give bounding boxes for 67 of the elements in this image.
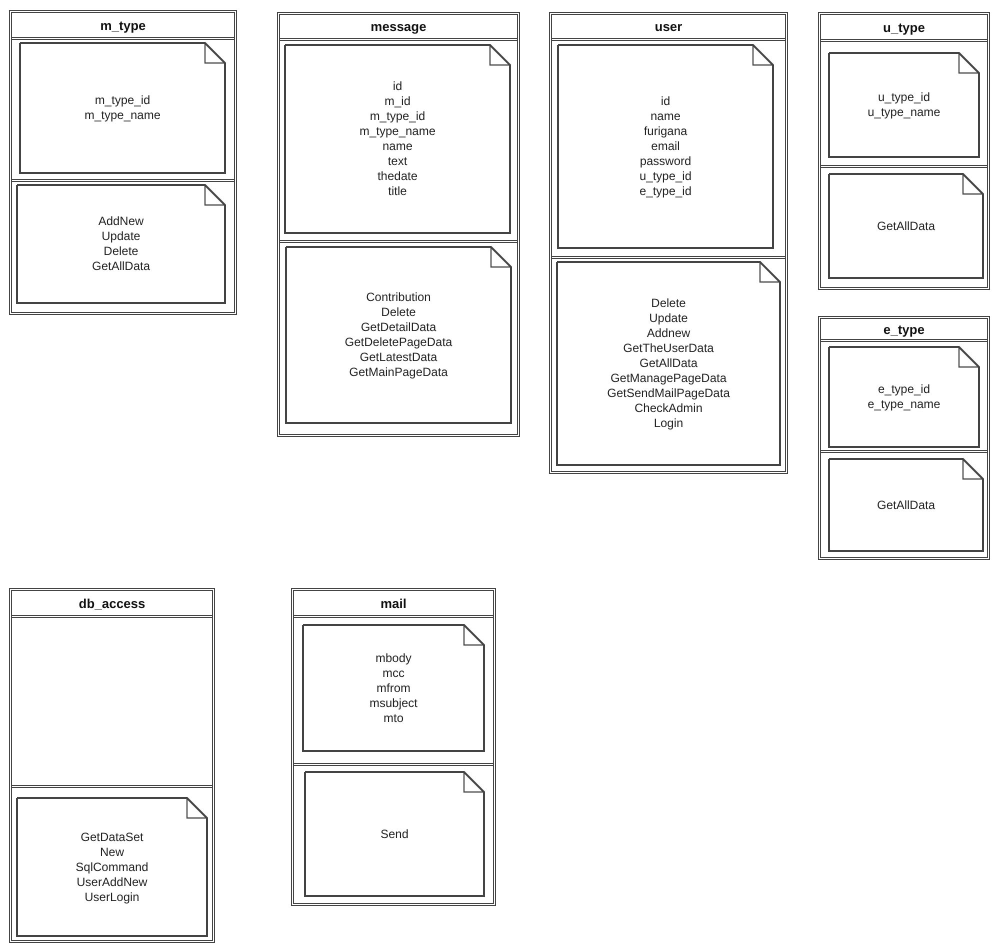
class-name: message [370,19,426,34]
note-text: Delete [651,296,686,311]
note-text: AddNew [98,214,144,229]
note-text: m_id [384,94,410,109]
note-text: GetDetailData [360,320,436,335]
note-text: u_type_id [639,169,692,184]
note-text: name [650,109,681,124]
note-text: GetAllData [639,356,698,371]
note-text: UserLogin [84,890,140,904]
class-box [291,588,496,906]
note-text: CheckAdmin [634,401,703,416]
note-text: m_type_name [84,108,161,123]
note-text: name [382,139,413,154]
class-box [9,10,237,315]
note-text: GetAllData [876,498,936,512]
class-box [277,12,520,437]
class-name: m_type [100,18,146,32]
note-text: Update [649,311,688,326]
note-text: u_type_id [878,90,930,105]
note-text: m_type_id [94,93,150,108]
note-text: e_type_name [868,397,940,412]
note-text: UserAddNew [76,874,148,890]
note-text: msubject [369,696,418,710]
note-text: email [651,139,680,154]
note-text: Contribution [366,290,431,305]
class-name: db_access [78,596,146,610]
note-text: Login [654,416,684,431]
class-name: u_type [883,20,925,34]
note-text: GetSendMailPageData [607,386,730,401]
note-text: Delete [381,305,416,320]
note-text: SqlCommand [76,860,148,874]
class-name: mail [380,596,406,610]
note-text: text [388,154,408,169]
note-text: e_type_id [639,184,692,199]
note-text: thedate [377,169,418,184]
class-box [818,12,990,290]
note-text: New [100,844,124,860]
note-text: mfrom [376,680,410,696]
note-text: GetAllData [92,259,150,274]
note-text: GetMainPageData [349,365,448,380]
class-name: e_type [883,322,925,336]
note-text: u_type_name [868,105,940,120]
note-text: m_type_id [370,109,426,124]
class-box [549,12,788,474]
note-text: GetManagePageData [610,371,727,386]
class-box [9,588,215,943]
note-text: title [388,184,407,199]
class-name: user [654,19,682,34]
note-text: e_type_id [878,382,930,397]
note-text: Send [380,826,409,842]
note-text: mcc [382,666,404,680]
class-box [818,316,990,560]
note-text: Delete [104,244,138,259]
note-text: GetTheUserData [623,341,714,356]
note-text: id [660,94,670,109]
note-text: GetDeletePageData [344,335,452,350]
note-text: GetLatestData [360,350,438,365]
note-text: mbody [375,650,412,666]
note-text: GetAllData [876,218,936,234]
note-text: furigana [644,124,688,139]
note-text: Addnew [646,326,690,341]
note-text: mto [383,710,404,726]
note-text: password [640,154,692,169]
note-text: Update [102,229,140,244]
note-text: id [392,79,402,94]
note-text: m_type_name [359,124,436,139]
note-text: GetDataSet [80,830,144,844]
